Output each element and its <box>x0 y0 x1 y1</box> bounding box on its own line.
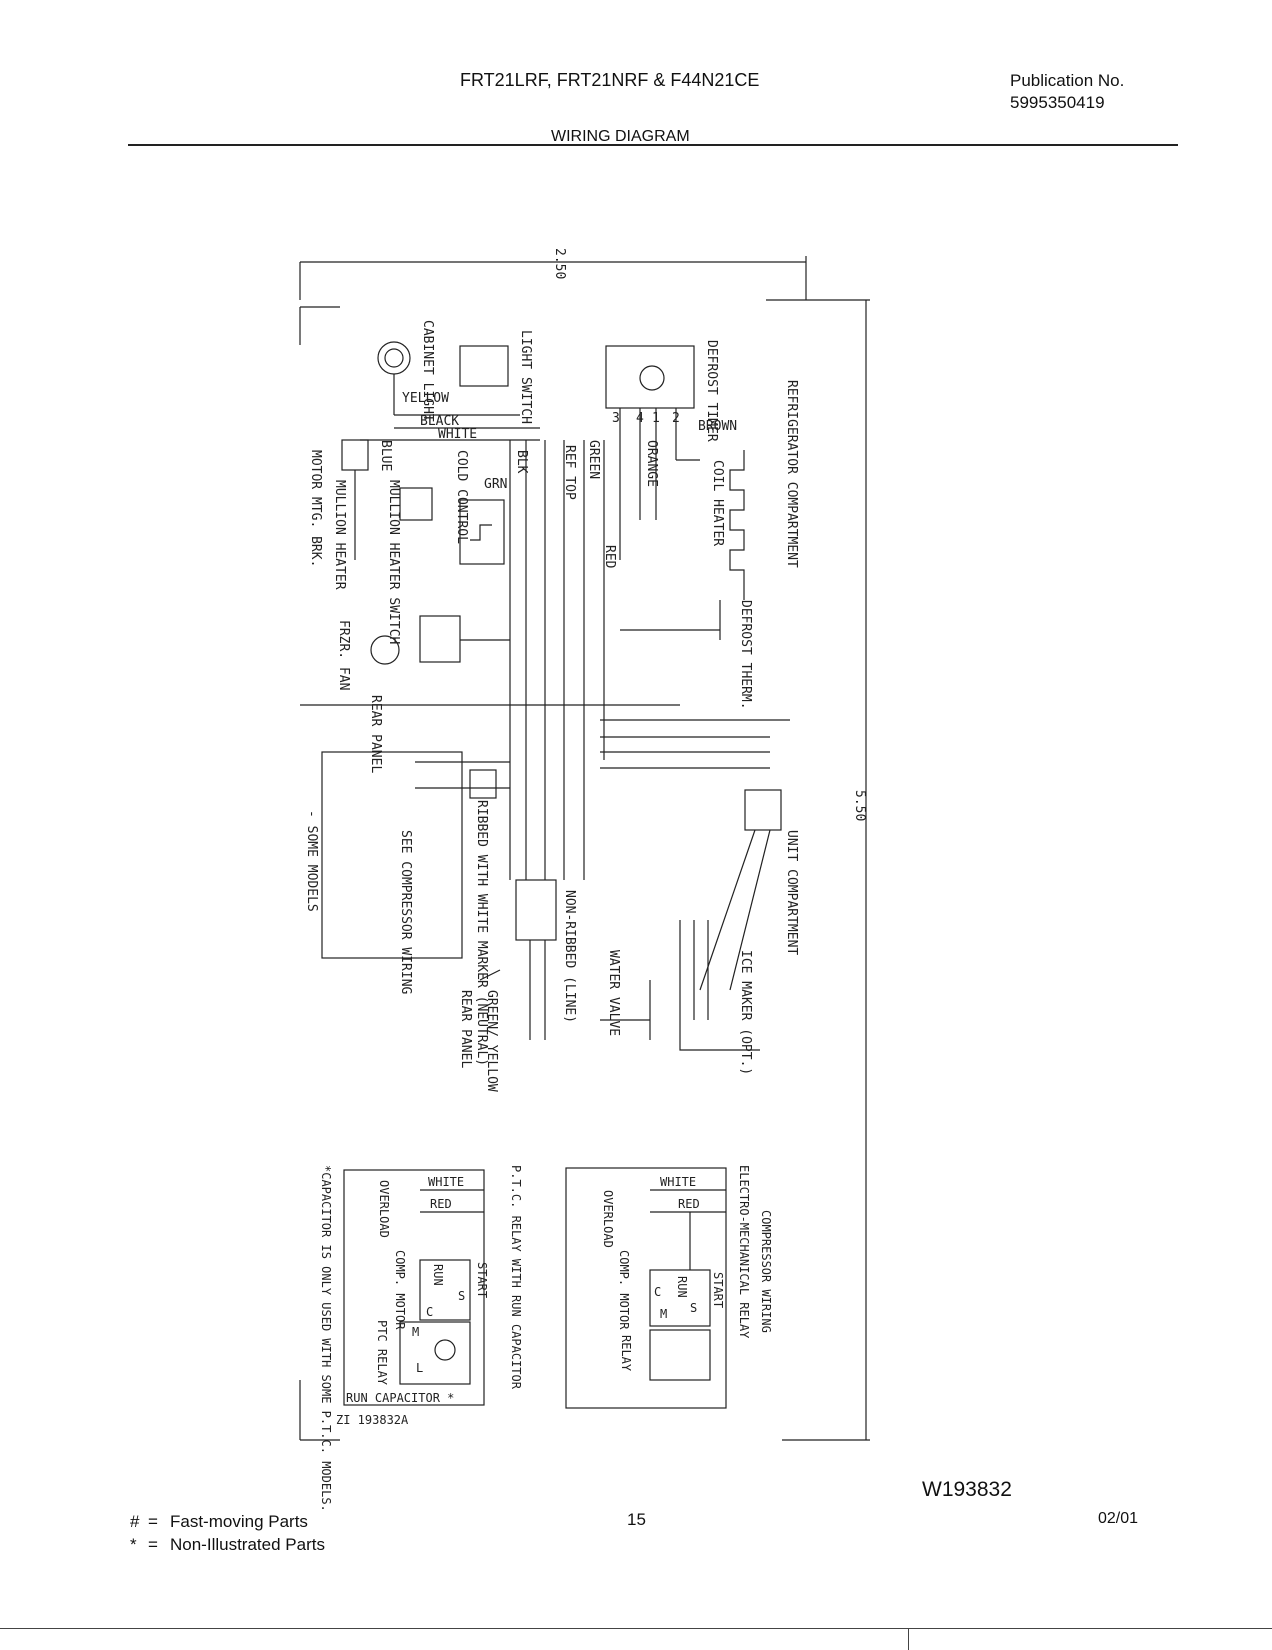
publication-number: 5995350419 <box>1010 93 1105 112</box>
ptc-relay: PTC RELAY <box>375 1320 389 1386</box>
em-inset-title: COMPRESSOR WIRING <box>759 1210 773 1333</box>
ptc-comp-motor: COMP. MOTOR <box>393 1250 407 1330</box>
ribbed-marker-label: RIBBED WITH WHITE MARKER (NEUTRAL) <box>474 800 489 1066</box>
dim-top-label: 2.50 <box>552 248 567 279</box>
wire-label-white: WHITE <box>438 427 477 442</box>
legend-text: Fast-moving Parts <box>170 1512 308 1531</box>
em-inset-subtitle: ELECTRO-MECHANICAL RELAY <box>737 1165 751 1339</box>
legend-equals: = <box>148 1512 158 1531</box>
wire-label-green-yellow: GREEN/ YELLOW <box>484 990 499 1092</box>
mullion-heater-label: MULLION HEATER <box>332 480 347 590</box>
publication-label: Publication No. <box>1010 71 1125 90</box>
light-switch-label: LIGHT SWITCH <box>518 330 533 424</box>
ptc-m: M <box>412 1325 419 1339</box>
unit-compartment-label: UNIT COMPARTMENT <box>784 830 799 955</box>
defrost-therm-label: DEFROST THERM. <box>738 600 753 710</box>
mullion-heater-switch-label: MULLION HEATER SWITCH <box>386 480 401 644</box>
run-capacitor: RUN CAPACITOR * <box>346 1391 454 1405</box>
page-date: 02/01 <box>1098 1510 1139 1527</box>
em-run: RUN <box>675 1276 689 1298</box>
bottom-rule <box>0 1628 1272 1629</box>
ptc-s: S <box>458 1289 465 1303</box>
em-m: M <box>660 1307 667 1321</box>
legend-symbol: # <box>130 1512 140 1531</box>
legend-text: Non-Illustrated Parts <box>170 1535 325 1554</box>
legend-non-illustrated: * = Non-Illustrated Parts <box>130 1535 325 1555</box>
model-numbers: FRT21LRF, FRT21NRF & F44N21CE <box>460 70 760 90</box>
ptc-l: L <box>416 1361 423 1375</box>
ptc-start: START <box>475 1262 489 1298</box>
refrigerator-compartment-label: REFRIGERATOR COMPARTMENT <box>784 380 799 568</box>
wire-label-orange: ORANGE <box>644 440 659 487</box>
legend-fast-moving: # = Fast-moving Parts <box>130 1512 308 1532</box>
em-c: C <box>654 1285 661 1299</box>
part-code: ZI 193832A <box>336 1413 409 1427</box>
ptc-red: RED <box>430 1197 452 1211</box>
legend-equals: = <box>148 1535 158 1554</box>
timer-terminal-2: 2 <box>672 411 680 426</box>
diagram-id: W193832 <box>922 1478 1012 1501</box>
em-s: S <box>690 1301 697 1315</box>
em-start: START <box>711 1272 725 1308</box>
rear-panel-label-1: REAR PANEL <box>368 695 383 773</box>
ptc-inset-note: *CAPACITOR IS ONLY USED WITH SOME P.T.C.… <box>319 1165 333 1512</box>
page-number: 15 <box>627 1510 646 1529</box>
header-rule <box>128 144 1178 146</box>
ptc-inset-title: P.T.C. RELAY WITH RUN CAPACITOR <box>509 1165 523 1390</box>
wire-label-yellow: YELLOW <box>402 391 449 406</box>
motor-mtg-brk-label: MOTOR MTG. BRK. <box>308 450 323 567</box>
non-ribbed-label: NON-RIBBED (LINE) <box>562 890 577 1023</box>
dim-right-label: 5.50 <box>852 790 867 821</box>
timer-terminal-3: 3 <box>612 411 620 426</box>
rear-panel-label-2: REAR PANEL <box>458 990 473 1068</box>
em-relay: RELAY <box>619 1335 633 1372</box>
wire-label-red: RED <box>602 545 617 569</box>
defrost-timer-label: DEFROST TIMER <box>704 340 719 442</box>
ice-maker-label: ICE MAKER (OPT.) <box>738 950 753 1075</box>
timer-terminal-1: 1 <box>652 411 660 426</box>
coil-heater-label: COIL HEATER <box>710 460 725 546</box>
wire-label-grn: GRN <box>484 477 507 492</box>
ptc-overload: OVERLOAD <box>377 1180 391 1238</box>
em-comp-motor: COMP. MOTOR <box>617 1250 631 1330</box>
bottom-tick <box>908 1628 909 1650</box>
section-title: WIRING DIAGRAM <box>551 128 690 145</box>
wire-label-blk: BLK <box>514 450 529 474</box>
ref-top-label: REF TOP <box>562 445 577 500</box>
ptc-c: C <box>426 1305 433 1319</box>
timer-terminal-4: 4 <box>636 411 644 426</box>
wire-label-brown: BROWN <box>698 419 737 434</box>
cold-control-label: COLD CONTROL <box>454 450 469 544</box>
em-overload: OVERLOAD <box>601 1190 615 1248</box>
wire-label-green: GREEN <box>586 440 601 479</box>
some-models-label: - SOME MODELS <box>304 810 319 912</box>
publication-info: Publication No. 5995350419 <box>1010 70 1124 114</box>
ptc-run: RUN <box>431 1264 445 1286</box>
em-white: WHITE <box>660 1175 696 1189</box>
legend-symbol: * <box>130 1535 137 1554</box>
water-valve-label: WATER VALVE <box>606 950 621 1036</box>
wire-label-black: BLACK <box>420 414 459 429</box>
wire-label-blue: BLUE <box>378 440 393 471</box>
cabinet-light-label: CABINET LIGHT <box>420 320 435 422</box>
em-red: RED <box>678 1197 700 1211</box>
ptc-white: WHITE <box>428 1175 464 1189</box>
see-compressor-wiring-label: SEE COMPRESSOR WIRING <box>398 830 413 995</box>
frzr-fan-label: FRZR. FAN <box>336 620 351 690</box>
